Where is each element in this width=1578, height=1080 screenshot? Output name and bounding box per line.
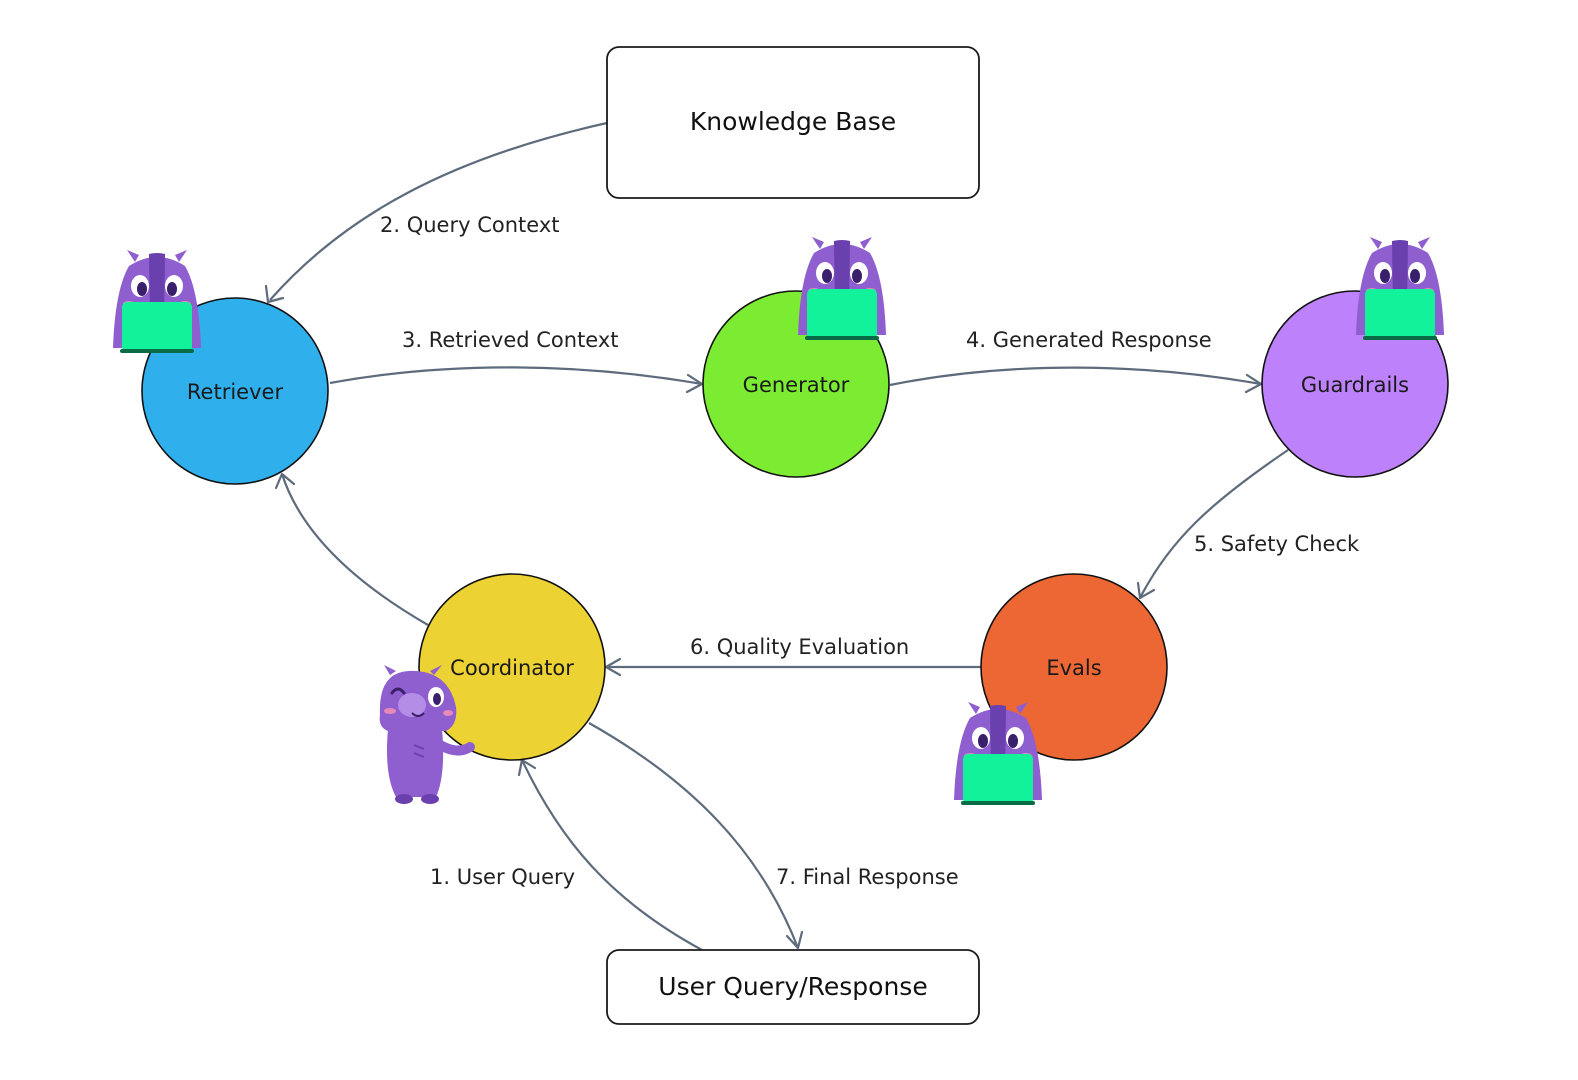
edge-final-response (588, 722, 804, 950)
user-query-response-box[interactable]: User Query/Response (606, 949, 980, 1025)
edge-label-generated-response: 4. Generated Response (966, 328, 1212, 352)
laptop-mascot-icon (113, 250, 201, 353)
retriever-label: Retriever (187, 380, 284, 404)
edge-user-query (517, 758, 703, 951)
coordinator-label: Coordinator (450, 656, 574, 680)
edge-label-query-context: 2. Query Context (380, 213, 559, 237)
edge-label-final-response: 7. Final Response (776, 865, 959, 889)
edge-query-context (264, 121, 608, 304)
edge-label-safety-check: 5. Safety Check (1194, 532, 1360, 556)
laptop-mascot-icon (1356, 237, 1444, 340)
knowledge-base-label: Knowledge Base (690, 107, 896, 136)
edge-label-retrieved-context: 3. Retrieved Context (402, 328, 619, 352)
edge-safety-check (1136, 449, 1289, 600)
coordinator-node[interactable]: Coordinator (418, 573, 606, 761)
edge-coordinator-to-retriever (274, 472, 429, 626)
edge-label-quality-evaluation: 6. Quality Evaluation (690, 635, 909, 659)
user-query-response-label: User Query/Response (658, 972, 927, 1001)
edge-quality-evaluation (604, 657, 982, 677)
guardrails-label: Guardrails (1301, 373, 1409, 397)
edge-label-user-query: 1. User Query (430, 865, 575, 889)
waving-mascot-icon (379, 665, 475, 804)
knowledge-base-box[interactable]: Knowledge Base (606, 46, 980, 199)
laptop-mascot-icon (798, 237, 886, 340)
generator-label: Generator (743, 373, 850, 397)
edge-retrieved-context (329, 366, 704, 394)
evals-node[interactable]: Evals (980, 573, 1168, 761)
evals-label: Evals (1046, 656, 1101, 680)
edge-generated-response (889, 366, 1263, 394)
